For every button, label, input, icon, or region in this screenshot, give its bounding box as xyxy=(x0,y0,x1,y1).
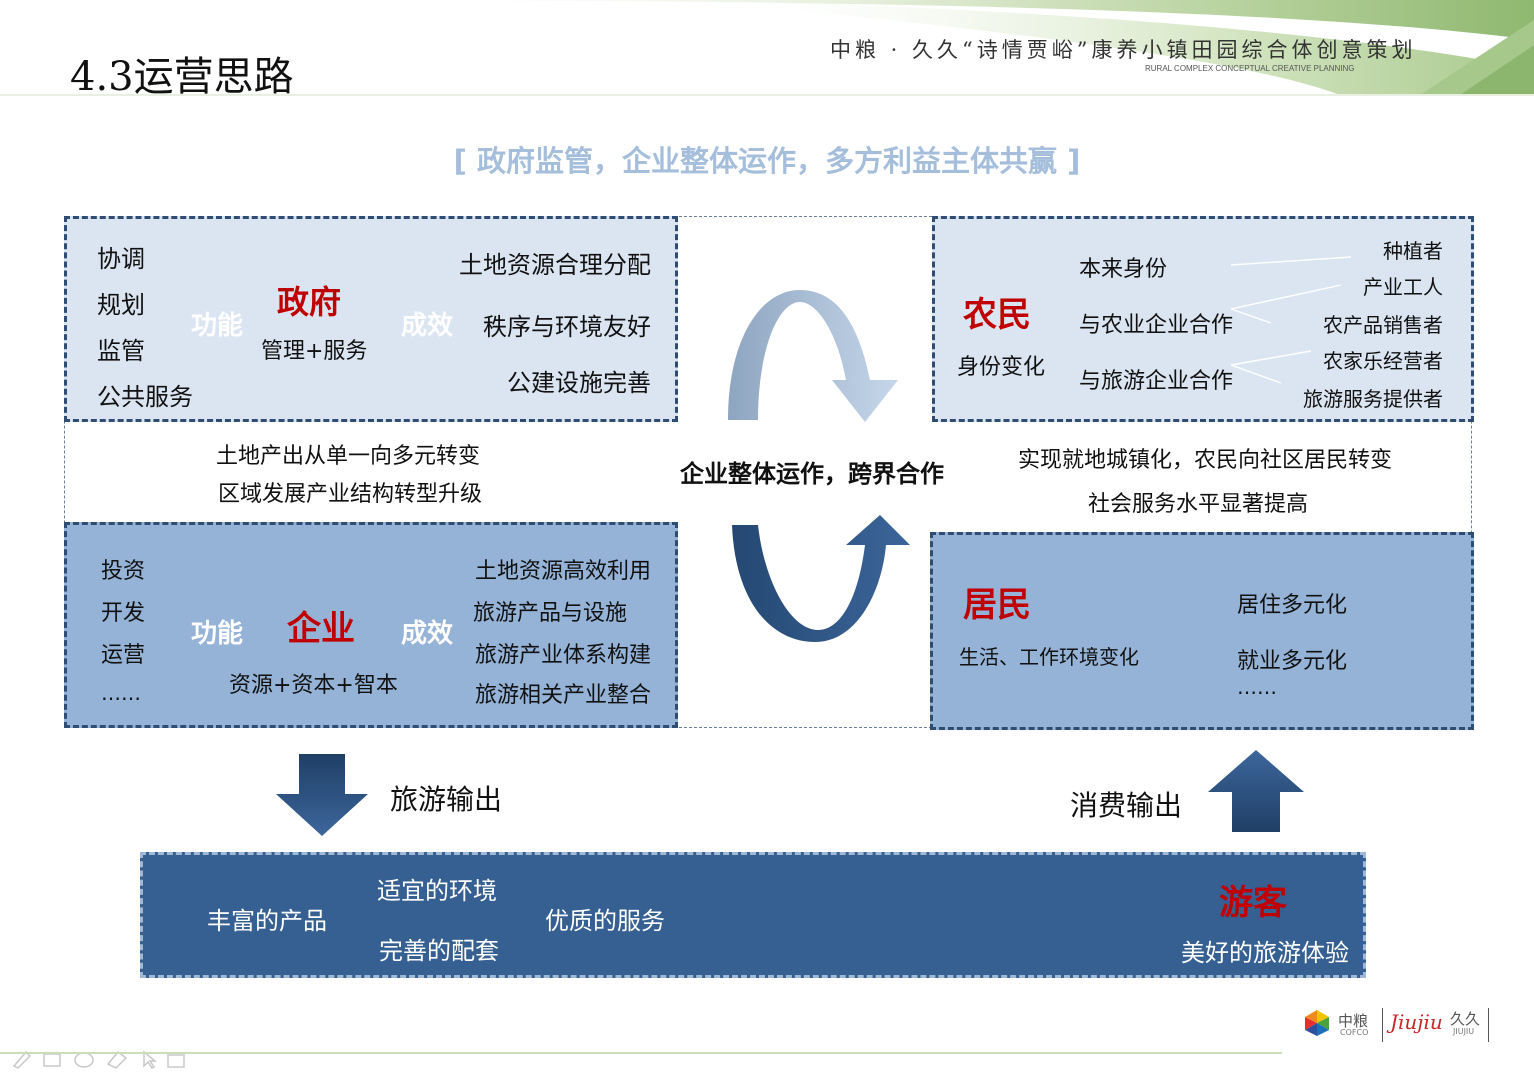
logo-separator-2 xyxy=(1488,1008,1489,1042)
ent-item-operate: 运营 xyxy=(101,643,146,668)
middle-right-2: 社会服务水平显著提高 xyxy=(1088,492,1309,517)
farmer-role-agri: 与农业企业合作 xyxy=(1079,313,1234,338)
ent-effect-1: 土地资源高效利用 xyxy=(474,559,651,584)
middle-left-2: 区域发展产业结构转型升级 xyxy=(218,482,483,507)
enterprise-box: 投资 开发 运营 …… 功能 企业 资源+资本+智本 成效 土地资源高效利用 旅… xyxy=(64,522,678,728)
pen-icon xyxy=(12,1050,32,1069)
ent-item-invest: 投资 xyxy=(101,559,146,584)
ent-name: 企业 xyxy=(287,609,355,649)
middle-left-1: 土地产出从单一向多元转变 xyxy=(216,444,481,469)
gov-item-planning: 规划 xyxy=(97,291,145,319)
cycle-arrows xyxy=(728,290,910,642)
identity-grower: 种植者 xyxy=(1383,239,1443,263)
government-box: 协调 规划 监管 公共服务 功能 政府 管理+服务 成效 土地资源合理分配 秩序… xyxy=(64,216,678,422)
tourist-item-facilities: 完善的配套 xyxy=(379,937,499,965)
jiujiu-logo-script: Jiujiu xyxy=(1390,1010,1443,1034)
top-arc-arrow xyxy=(728,290,898,422)
slides-icon xyxy=(43,1053,61,1067)
ent-effect-label: 成效 xyxy=(401,619,454,649)
gov-item-public-service: 公共服务 xyxy=(97,383,193,411)
slide-toolbar[interactable] xyxy=(8,1046,198,1072)
gov-sub: 管理+服务 xyxy=(261,339,368,364)
gov-effect-3: 公建设施完善 xyxy=(507,369,651,397)
ent-effect-2: 旅游产品与设施 xyxy=(472,601,627,626)
resident-box: 居民 生活、工作环境变化 居住多元化 就业多元化 …… xyxy=(930,532,1474,730)
ent-effect-3: 旅游产业体系构建 xyxy=(474,643,651,668)
consumption-output-arrow xyxy=(1208,750,1304,832)
tourism-output-label: 旅游输出 xyxy=(390,783,503,816)
ent-item-more: …… xyxy=(101,681,141,705)
gov-effect-label: 成效 xyxy=(401,311,454,341)
gov-effect-2: 秩序与环境友好 xyxy=(483,313,651,341)
resident-item-employment: 就业多元化 xyxy=(1237,649,1348,674)
logo-separator-1 xyxy=(1382,1008,1383,1042)
pointer-icon xyxy=(143,1050,158,1069)
gov-name: 政府 xyxy=(277,283,342,321)
tourism-output-arrow xyxy=(276,754,368,836)
eraser-icon xyxy=(106,1050,128,1069)
farmer-sub: 身份变化 xyxy=(957,355,1046,380)
brand-title: 中粮 · 久久“诗情贾峪”康养小镇田园综合体创意策划 xyxy=(830,38,1417,62)
resident-sub: 生活、工作环境变化 xyxy=(959,645,1139,669)
ent-item-develop: 开发 xyxy=(101,601,146,626)
farmer-role-original: 本来身份 xyxy=(1079,257,1168,282)
gov-effect-1: 土地资源合理分配 xyxy=(459,251,651,279)
ent-sub: 资源+资本+智本 xyxy=(229,673,398,698)
ent-function-label: 功能 xyxy=(191,619,244,649)
cofco-logo-icon xyxy=(1305,1010,1329,1036)
farmer-role-tourism: 与旅游企业合作 xyxy=(1079,369,1234,394)
bottom-arc-arrow xyxy=(732,515,910,642)
slogan: [ 政府监管，企业整体运作，多方利益主体共赢 ] xyxy=(453,144,1081,178)
tourist-box: 丰富的产品 适宜的环境 完善的配套 优质的服务 游客 美好的旅游体验 xyxy=(140,852,1366,978)
tourist-item-service: 优质的服务 xyxy=(545,907,665,935)
camera-icon xyxy=(167,1054,185,1068)
ent-effect-4: 旅游相关产业整合 xyxy=(474,683,651,708)
highlighter-icon xyxy=(74,1052,94,1068)
farmer-connector-lines xyxy=(1231,256,1352,384)
consumption-output-label: 消费输出 xyxy=(1070,789,1183,822)
resident-name: 居民 xyxy=(963,585,1031,625)
identity-farmstay: 农家乐经营者 xyxy=(1323,349,1443,373)
farmer-name: 农民 xyxy=(963,295,1031,335)
tourist-sub: 美好的旅游体验 xyxy=(1181,939,1349,967)
jiujiu-logo-cn: 久久 xyxy=(1450,1010,1481,1028)
page-title: 4.3运营思路 xyxy=(70,54,294,100)
header-decoration xyxy=(0,0,1534,96)
farmer-box: 农民 身份变化 本来身份 与农业企业合作 与旅游企业合作 种植者 产业工人 农产… xyxy=(932,216,1474,422)
gov-item-supervision: 监管 xyxy=(97,337,145,365)
middle-right-1: 实现就地城镇化，农民向社区居民转变 xyxy=(1018,448,1393,473)
gov-function-label: 功能 xyxy=(191,311,244,341)
center-label: 企业整体运作，跨界合作 xyxy=(680,460,944,488)
identity-worker: 产业工人 xyxy=(1363,275,1443,299)
tourist-item-environment: 适宜的环境 xyxy=(377,877,497,905)
resident-item-more: …… xyxy=(1237,675,1277,699)
jiujiu-logo-en: JIUJIU xyxy=(1453,1027,1475,1036)
footer-rule xyxy=(0,1052,1282,1054)
gov-item-coordinate: 协调 xyxy=(97,245,145,273)
tourist-item-products: 丰富的产品 xyxy=(207,907,327,935)
identity-seller: 农产品销售者 xyxy=(1323,313,1443,337)
identity-tour-service: 旅游服务提供者 xyxy=(1303,387,1443,411)
cofco-logo-cn: 中粮 xyxy=(1338,1012,1369,1030)
cofco-logo-en: COFCO xyxy=(1340,1028,1369,1037)
brand-subtitle: RURAL COMPLEX CONCEPTUAL CREATIVE PLANNI… xyxy=(1145,64,1355,73)
tourist-name: 游客 xyxy=(1219,883,1287,923)
diagram-frame xyxy=(64,216,1472,728)
resident-item-housing: 居住多元化 xyxy=(1237,593,1348,618)
